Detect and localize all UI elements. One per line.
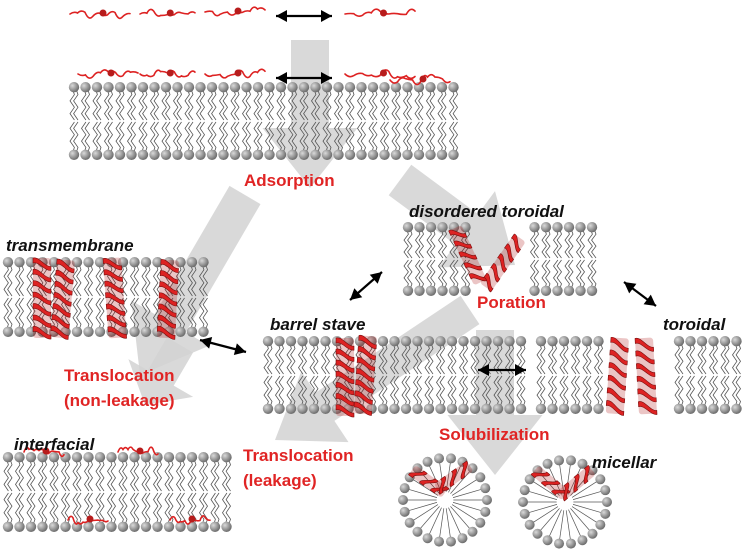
membrane-barrel-stave — [262, 336, 527, 414]
label-translocation-leakage-line2: (leakage) — [243, 470, 317, 490]
equilibrium-arrow — [478, 364, 526, 376]
adsorbed-peptide — [389, 73, 451, 86]
equilibrium-arrow — [276, 10, 332, 22]
label-barrel-stave: barrel stave — [270, 315, 366, 334]
helix-toroidal — [605, 337, 629, 416]
solution-peptide — [139, 8, 196, 17]
helix-toroidal — [634, 337, 658, 415]
solution-peptide — [69, 9, 131, 20]
helix-transmembrane — [50, 258, 75, 340]
adsorbed-peptide — [344, 69, 416, 80]
label-toroidal: toroidal — [663, 315, 726, 334]
interfacial-peptide — [67, 515, 109, 525]
membrane-disordered-toroidal — [402, 222, 598, 296]
micelle-left — [398, 453, 492, 547]
interfacial-peptide — [23, 446, 65, 458]
equilibrium-arrows — [199, 10, 657, 376]
interfacial-peptide — [117, 446, 159, 456]
helix-micelle — [530, 466, 571, 500]
equilibrium-arrow — [623, 281, 657, 307]
label-adsorption: Adsorption — [244, 171, 335, 190]
solution-peptide — [204, 6, 266, 17]
label-poration: Poration — [477, 293, 546, 312]
arrow-to-transmembrane — [131, 185, 261, 375]
helix-barrel-stave — [335, 337, 355, 418]
membrane-scene — [2, 6, 742, 549]
label-solubilization: Solubilization — [439, 425, 550, 444]
label-interfacial: interfacial — [14, 435, 95, 454]
solution-peptide — [344, 8, 416, 17]
adsorbed-peptide — [204, 68, 266, 79]
label-translocation-non-leakage-line1: Translocation — [64, 366, 175, 385]
helix-transmembrane — [156, 259, 179, 340]
helix-micelle — [434, 460, 473, 495]
membrane-interfacial — [2, 452, 232, 532]
helix-disordered-toroidal — [481, 233, 525, 293]
micelle-right — [518, 455, 612, 549]
helix-transmembrane — [32, 257, 52, 340]
helix-micelle — [558, 465, 595, 502]
helix-transmembrane — [102, 257, 127, 339]
label-translocation-leakage: Translocation (leakage) — [243, 444, 423, 493]
adsorbed-peptide — [139, 69, 196, 78]
label-transmembrane: transmembrane — [6, 236, 134, 255]
label-translocation-non-leakage: Translocation (non-leakage) — [64, 364, 264, 413]
membrane-transmembrane — [2, 257, 209, 337]
adsorbed-peptide — [77, 69, 139, 79]
equilibrium-arrow — [199, 336, 247, 356]
label-micellar: micellar — [592, 453, 657, 472]
interfacial-peptide — [169, 515, 211, 525]
equilibrium-arrow — [276, 72, 332, 84]
arrow-adsorption — [262, 40, 358, 188]
label-translocation-non-leakage-line2: (non-leakage) — [64, 390, 175, 410]
arrow-solubilization — [447, 330, 543, 475]
helix-disordered-toroidal — [448, 226, 488, 285]
arrow-to-disordered-toroidal — [388, 164, 515, 268]
helix-barrel-stave — [353, 335, 377, 416]
membrane-toroidal — [535, 336, 742, 414]
arrow-translocation-non-leakage — [128, 337, 194, 405]
label-translocation-leakage-line1: Translocation — [243, 446, 354, 465]
label-disordered-toroidal: disordered toroidal — [409, 202, 564, 221]
equilibrium-arrow — [349, 271, 383, 301]
membrane-adsorbed — [68, 82, 459, 160]
